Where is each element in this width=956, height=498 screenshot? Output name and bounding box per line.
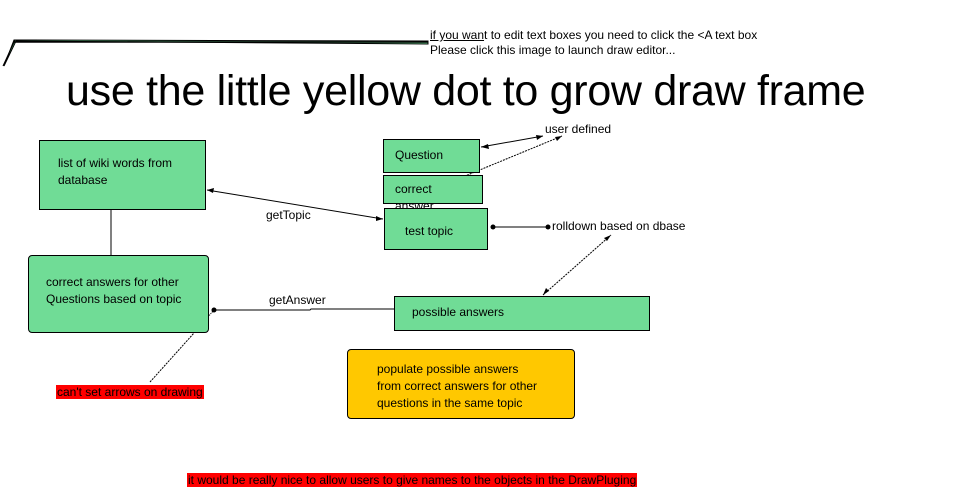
box-question[interactable]: Question (383, 139, 480, 173)
stretched-shape (2, 39, 429, 67)
box-correct-answer[interactable]: correct answer (383, 175, 483, 213)
connector-user-defined-correct-answer (452, 135, 563, 182)
connector-user-defined-question (480, 135, 544, 148)
box-wiki-words[interactable]: list of wiki words from database (39, 140, 206, 210)
headline-text: use the little yellow dot to grow draw f… (66, 67, 866, 115)
connector-get-answer (214, 308, 408, 311)
box-wiki-words-text: list of wiki words from database (58, 156, 173, 187)
connector-get-topic (206, 189, 384, 220)
note-names-request: it would be really nice to allow users t… (187, 473, 638, 487)
note-cant-set-arrows: can't set arrows on drawing (56, 385, 204, 399)
label-get-topic: getTopic (266, 208, 311, 222)
box-populate-note-text: populate possible answers from correct a… (377, 362, 538, 410)
edit-instructions-line1: if you want to edit text boxes you need … (430, 28, 757, 42)
connector-note-cant-set-arrows (149, 332, 195, 383)
label-rolldown: rolldown based on dbase (552, 219, 686, 233)
box-possible-answers-text: possible answers (412, 305, 505, 319)
box-populate-note[interactable]: populate possible answers from correct a… (347, 349, 575, 419)
launch-editor-link[interactable]: Please click this image to launch draw e… (430, 43, 676, 57)
box-possible-answers[interactable]: possible answers (394, 296, 650, 331)
box-test-topic-text: test topic (405, 224, 454, 238)
edit-instructions-underlined: if you wan (430, 28, 485, 42)
label-user-defined: user defined (545, 122, 612, 136)
label-get-answer: getAnswer (269, 293, 326, 307)
box-question-text: Question (395, 148, 444, 162)
box-test-topic[interactable]: test topic (384, 208, 488, 250)
box-correct-answers-other[interactable]: correct answers for other Questions base… (28, 255, 209, 333)
connector-rolldown-possible-answers (542, 234, 612, 296)
box-correct-answers-other-text: correct answers for other Questions base… (46, 275, 182, 306)
edit-instructions-rest: t to edit text boxes you need to click t… (484, 28, 758, 42)
